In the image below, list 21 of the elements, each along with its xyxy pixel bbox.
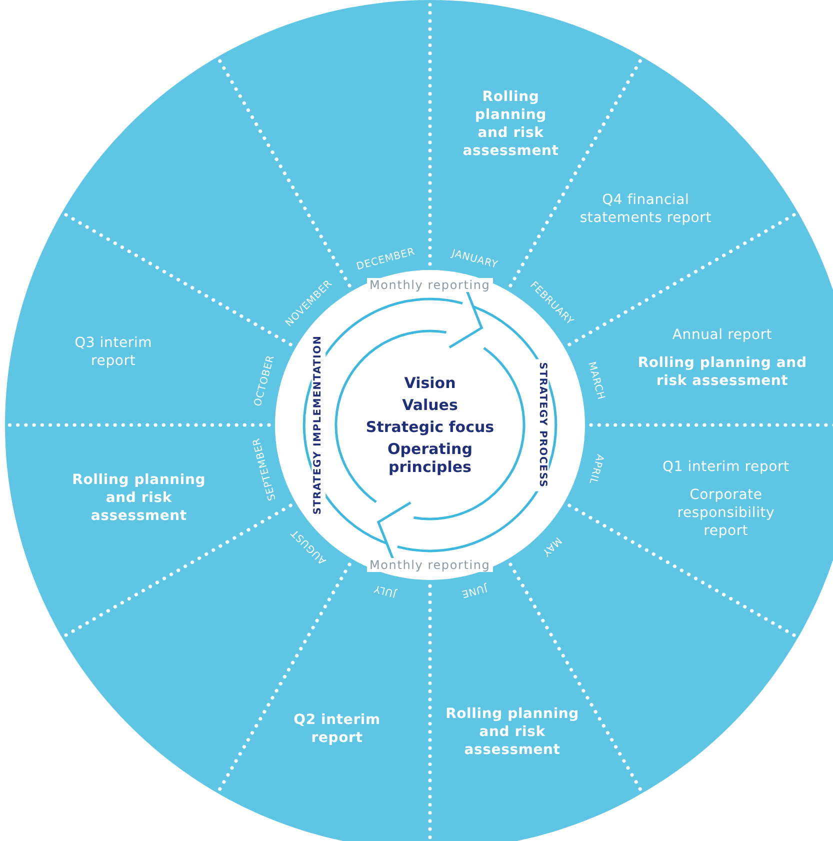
event-text: Rolling planning and risk assessment — [444, 705, 580, 760]
month-label: JUNE — [460, 581, 488, 600]
event-text: Corporate responsibility report — [676, 486, 776, 540]
core-text: Values — [401, 396, 459, 414]
event-text: Q3 interim report — [74, 334, 154, 370]
event-text: Rolling planning and risk assessment — [462, 88, 560, 160]
event-text: Annual report — [671, 326, 774, 344]
reporting-label: Monthly reporting — [366, 558, 494, 572]
event-text: Q1 interim report — [662, 458, 790, 476]
core-text: Vision — [403, 374, 457, 392]
event-text: Q4 financial statements report — [578, 191, 712, 228]
event-text: Rolling planning and risk assessment — [71, 470, 207, 525]
event-text: Q2 interim report — [292, 711, 382, 748]
core-text: Strategic focus — [364, 418, 496, 436]
event-text: Rolling planning and risk assessment — [636, 354, 808, 390]
reporting-label: Monthly reporting — [366, 278, 494, 292]
month-label: JULY — [373, 581, 398, 599]
ring-label: STRATEGY PROCESS — [534, 359, 549, 491]
month-label: APRIL — [585, 452, 605, 486]
core-text: Operating principles — [386, 440, 474, 476]
month-label: MARCH — [584, 360, 606, 402]
